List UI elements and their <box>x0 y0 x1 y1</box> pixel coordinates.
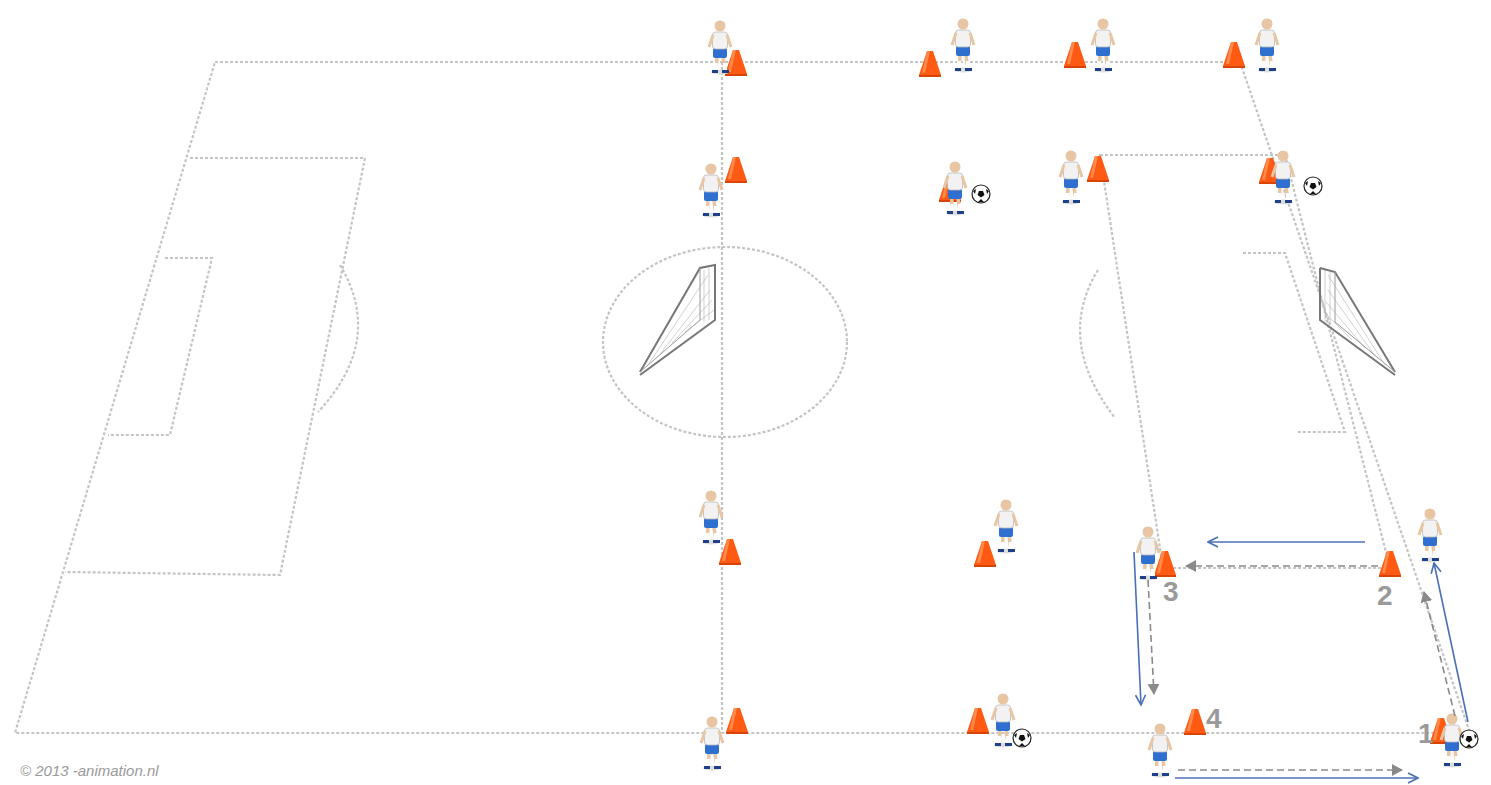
callout-number: 2 <box>1377 582 1393 610</box>
cones <box>719 42 1452 744</box>
goal <box>640 265 1395 375</box>
run-arrows <box>1134 542 1468 778</box>
callout-number: 3 <box>1163 578 1179 606</box>
callout-number: 1 <box>1418 720 1434 748</box>
callout-number: 4 <box>1206 705 1222 733</box>
balls <box>972 177 1478 748</box>
players <box>700 19 1463 778</box>
copyright-watermark: © 2013 -animation.nl <box>20 763 159 778</box>
pitch-lines <box>15 62 1470 733</box>
